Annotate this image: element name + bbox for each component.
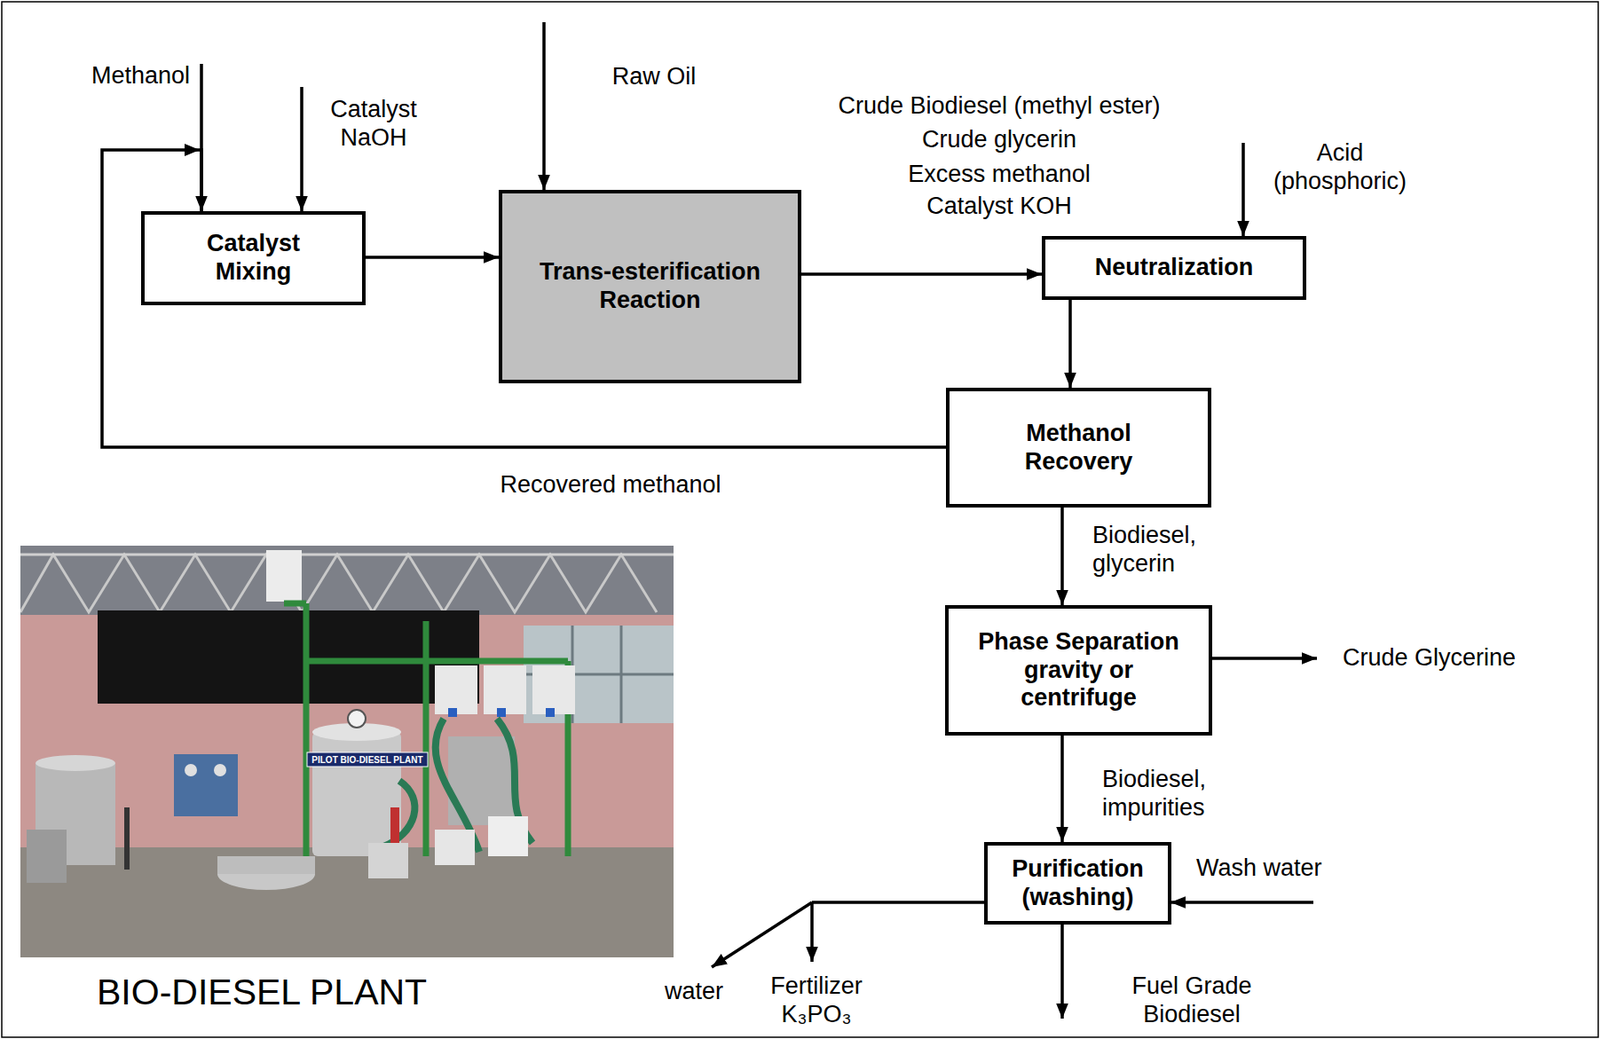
box-label: Trans-esterification Reaction — [517, 258, 784, 316]
flow-line — [1241, 142, 1246, 237]
stream-label: Methanol — [91, 62, 190, 91]
box-label: Neutralization — [1095, 253, 1254, 283]
process-box: Purification (washing) — [984, 842, 1172, 925]
plant-photo — [213, 764, 227, 777]
stream-label: Fertilizer K₃PO₃ — [754, 972, 879, 1030]
stream-label: Crude glycerin — [922, 126, 1077, 155]
stream-label: Recovered methanol — [499, 471, 721, 500]
process-box: Phase Separation gravity or centrifuge — [945, 605, 1213, 736]
plant-photo — [532, 665, 576, 715]
stream-label: Catalyst KOH — [926, 192, 1072, 221]
stream-label: Fuel Grade Biodiesel — [1116, 972, 1268, 1030]
flow-arrow — [1060, 735, 1065, 843]
process-box: Catalyst Mixing — [141, 211, 366, 306]
flow-arrow — [102, 149, 946, 448]
flow-line — [201, 22, 1317, 1019]
plant-photo — [217, 856, 316, 875]
plant-photo — [307, 752, 428, 767]
plant-photo — [97, 610, 480, 704]
plant-photo — [173, 754, 238, 817]
plant-photo — [483, 665, 527, 715]
plant-photo — [266, 550, 302, 602]
plant-photo — [312, 732, 402, 857]
process-box: Methanol Recovery — [945, 387, 1212, 508]
flow-arrow — [1068, 299, 1072, 388]
plant-photo — [545, 708, 555, 718]
flow-line — [299, 86, 304, 212]
process-box: Neutralization — [1041, 236, 1307, 300]
plant-photo — [184, 764, 198, 777]
stream-label: Biodiesel, impurities — [1102, 765, 1236, 823]
stream-label: Wash water — [1196, 854, 1323, 883]
plant-photo — [434, 665, 478, 715]
stream-label: water — [664, 977, 724, 1007]
plant-photo — [20, 545, 674, 958]
plant-photo — [26, 829, 67, 883]
box-label: Methanol Recovery — [990, 419, 1168, 477]
plant-photo — [20, 545, 674, 615]
plant-photo — [306, 658, 568, 665]
sign-text: PILOT BIO-DIESEL PLANT — [311, 755, 423, 765]
plant-photo — [368, 843, 409, 879]
box-label: Purification (washing) — [1002, 855, 1154, 913]
plant-photo — [523, 625, 674, 724]
photo-caption: BIO-DIESEL PLANT — [96, 970, 427, 1014]
plant-photo — [283, 600, 307, 607]
stream-label: Crude Biodiesel (methyl ester) — [837, 92, 1160, 121]
flow-line — [542, 22, 546, 190]
plant-photo — [488, 816, 529, 857]
plant-photo — [283, 603, 568, 857]
flow-line — [810, 902, 814, 962]
flow-arrow — [801, 272, 1042, 276]
plant-photo — [423, 621, 430, 857]
plant-photo — [20, 554, 657, 613]
flow-line — [1060, 923, 1065, 1019]
plant-photo — [303, 603, 310, 857]
plant-photo — [35, 755, 116, 772]
box-label: Catalyst Mixing — [187, 229, 321, 287]
flow-line — [1211, 656, 1317, 661]
flow-line — [711, 902, 812, 968]
stream-label: Excess methanol — [907, 160, 1091, 190]
stream-label: Acid (phosphoric) — [1262, 139, 1419, 197]
plant-photo — [20, 545, 674, 958]
plant-photo — [390, 807, 400, 844]
stream-label: Crude Glycerine — [1342, 644, 1516, 673]
flow-line — [1170, 900, 1314, 905]
flow-arrow — [365, 255, 499, 260]
plant-photo — [496, 708, 506, 718]
stream-label: Raw Oil — [612, 63, 697, 92]
box-label: Phase Separation gravity or centrifuge — [963, 628, 1195, 714]
process-box: Trans-esterification Reaction — [498, 189, 802, 384]
plant-photo — [20, 847, 674, 958]
stream-label: Catalyst NaOH — [315, 95, 432, 153]
plant-photo — [347, 709, 366, 728]
flow-arrow — [1060, 507, 1065, 606]
plant-photo — [381, 780, 415, 848]
plant-photo — [124, 807, 130, 870]
plant-photo — [448, 708, 458, 718]
plant-photo — [434, 829, 475, 866]
flow-line — [811, 900, 986, 905]
plant-photo — [20, 553, 674, 557]
stream-label: Biodiesel, glycerin — [1092, 521, 1226, 579]
